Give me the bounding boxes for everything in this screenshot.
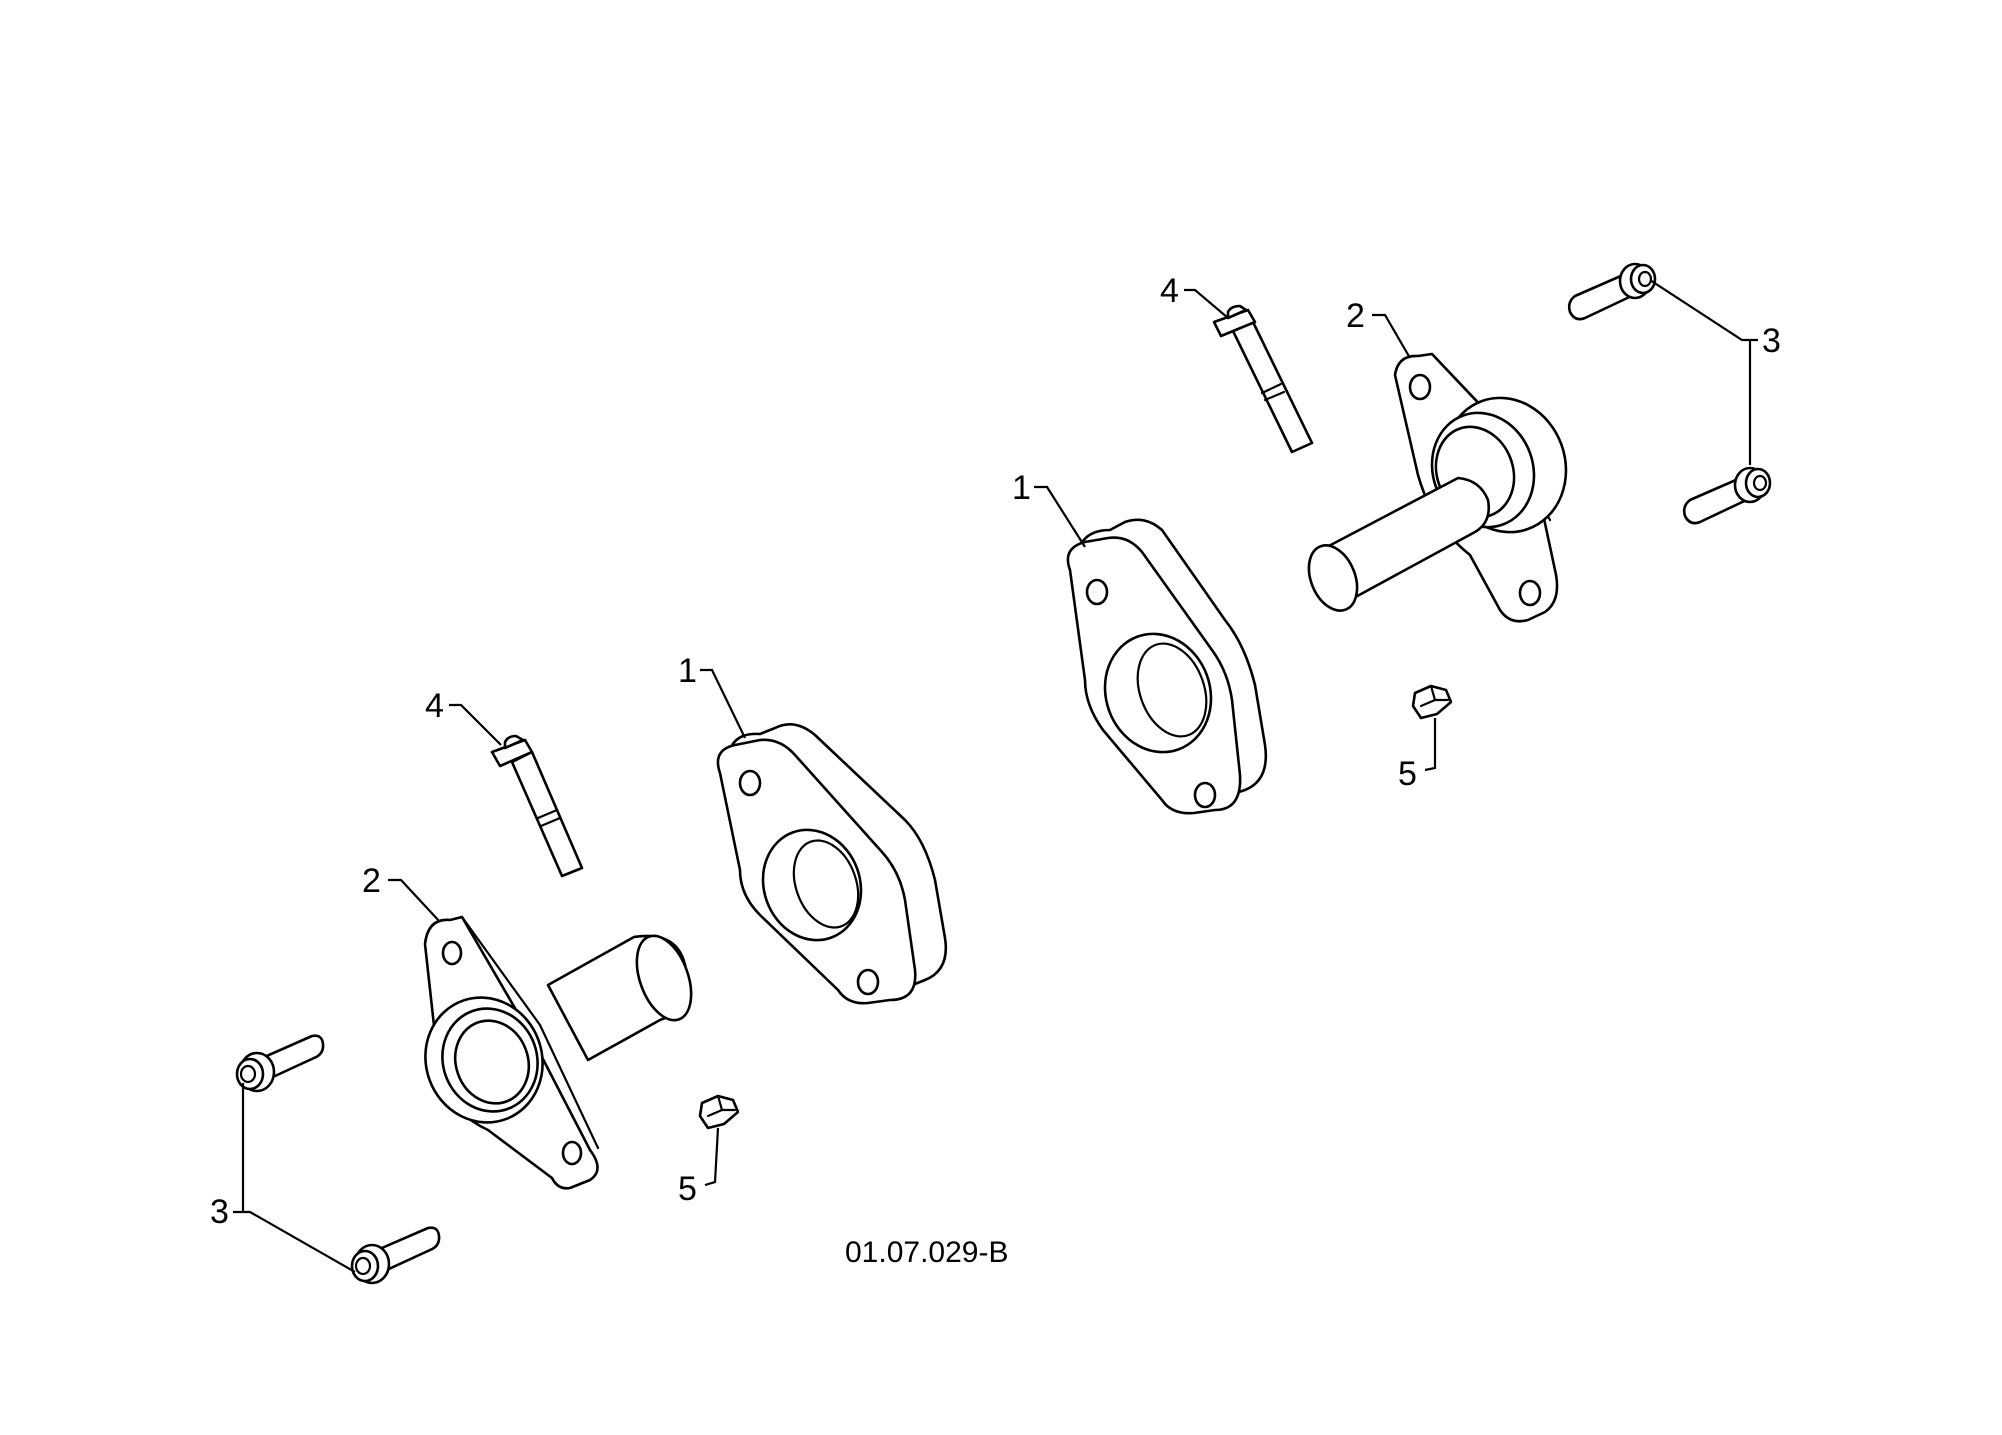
callout-pin-left: 4	[425, 687, 444, 725]
callout-labels: 1 1 2 2 3 3 4 4 5 5	[210, 272, 1781, 1231]
callout-bolts-right: 3	[1762, 322, 1781, 360]
bearing-flange-left	[423, 915, 693, 1190]
nut-left	[698, 1094, 740, 1130]
pin-bolt-right	[1212, 304, 1314, 454]
callout-nut-right: 5	[1398, 755, 1417, 793]
callout-bearing-right: 2	[1346, 297, 1365, 335]
figure-code: 01.07.029-B	[845, 1236, 1008, 1269]
flange-bolt-left-top	[235, 1034, 325, 1093]
callout-bolts-left: 3	[210, 1193, 229, 1231]
flange-bolt-right-top	[1567, 262, 1657, 321]
pin-bolt-left	[490, 734, 584, 878]
flange-bolt-left-bottom	[350, 1226, 441, 1285]
callout-bearing-left: 2	[362, 862, 381, 900]
callout-nut-left: 5	[678, 1170, 697, 1208]
spacer-block-left	[716, 723, 948, 1005]
callout-spacer-left: 1	[678, 652, 697, 690]
callout-spacer-right: 1	[1012, 469, 1031, 507]
nut-right	[1411, 684, 1453, 720]
callout-pin-right: 4	[1160, 272, 1179, 310]
bearing-flange-right	[1307, 352, 1568, 623]
leader-lines	[233, 279, 1758, 1273]
flange-bolt-right-bottom	[1682, 466, 1772, 525]
spacer-block-right	[1066, 518, 1268, 815]
